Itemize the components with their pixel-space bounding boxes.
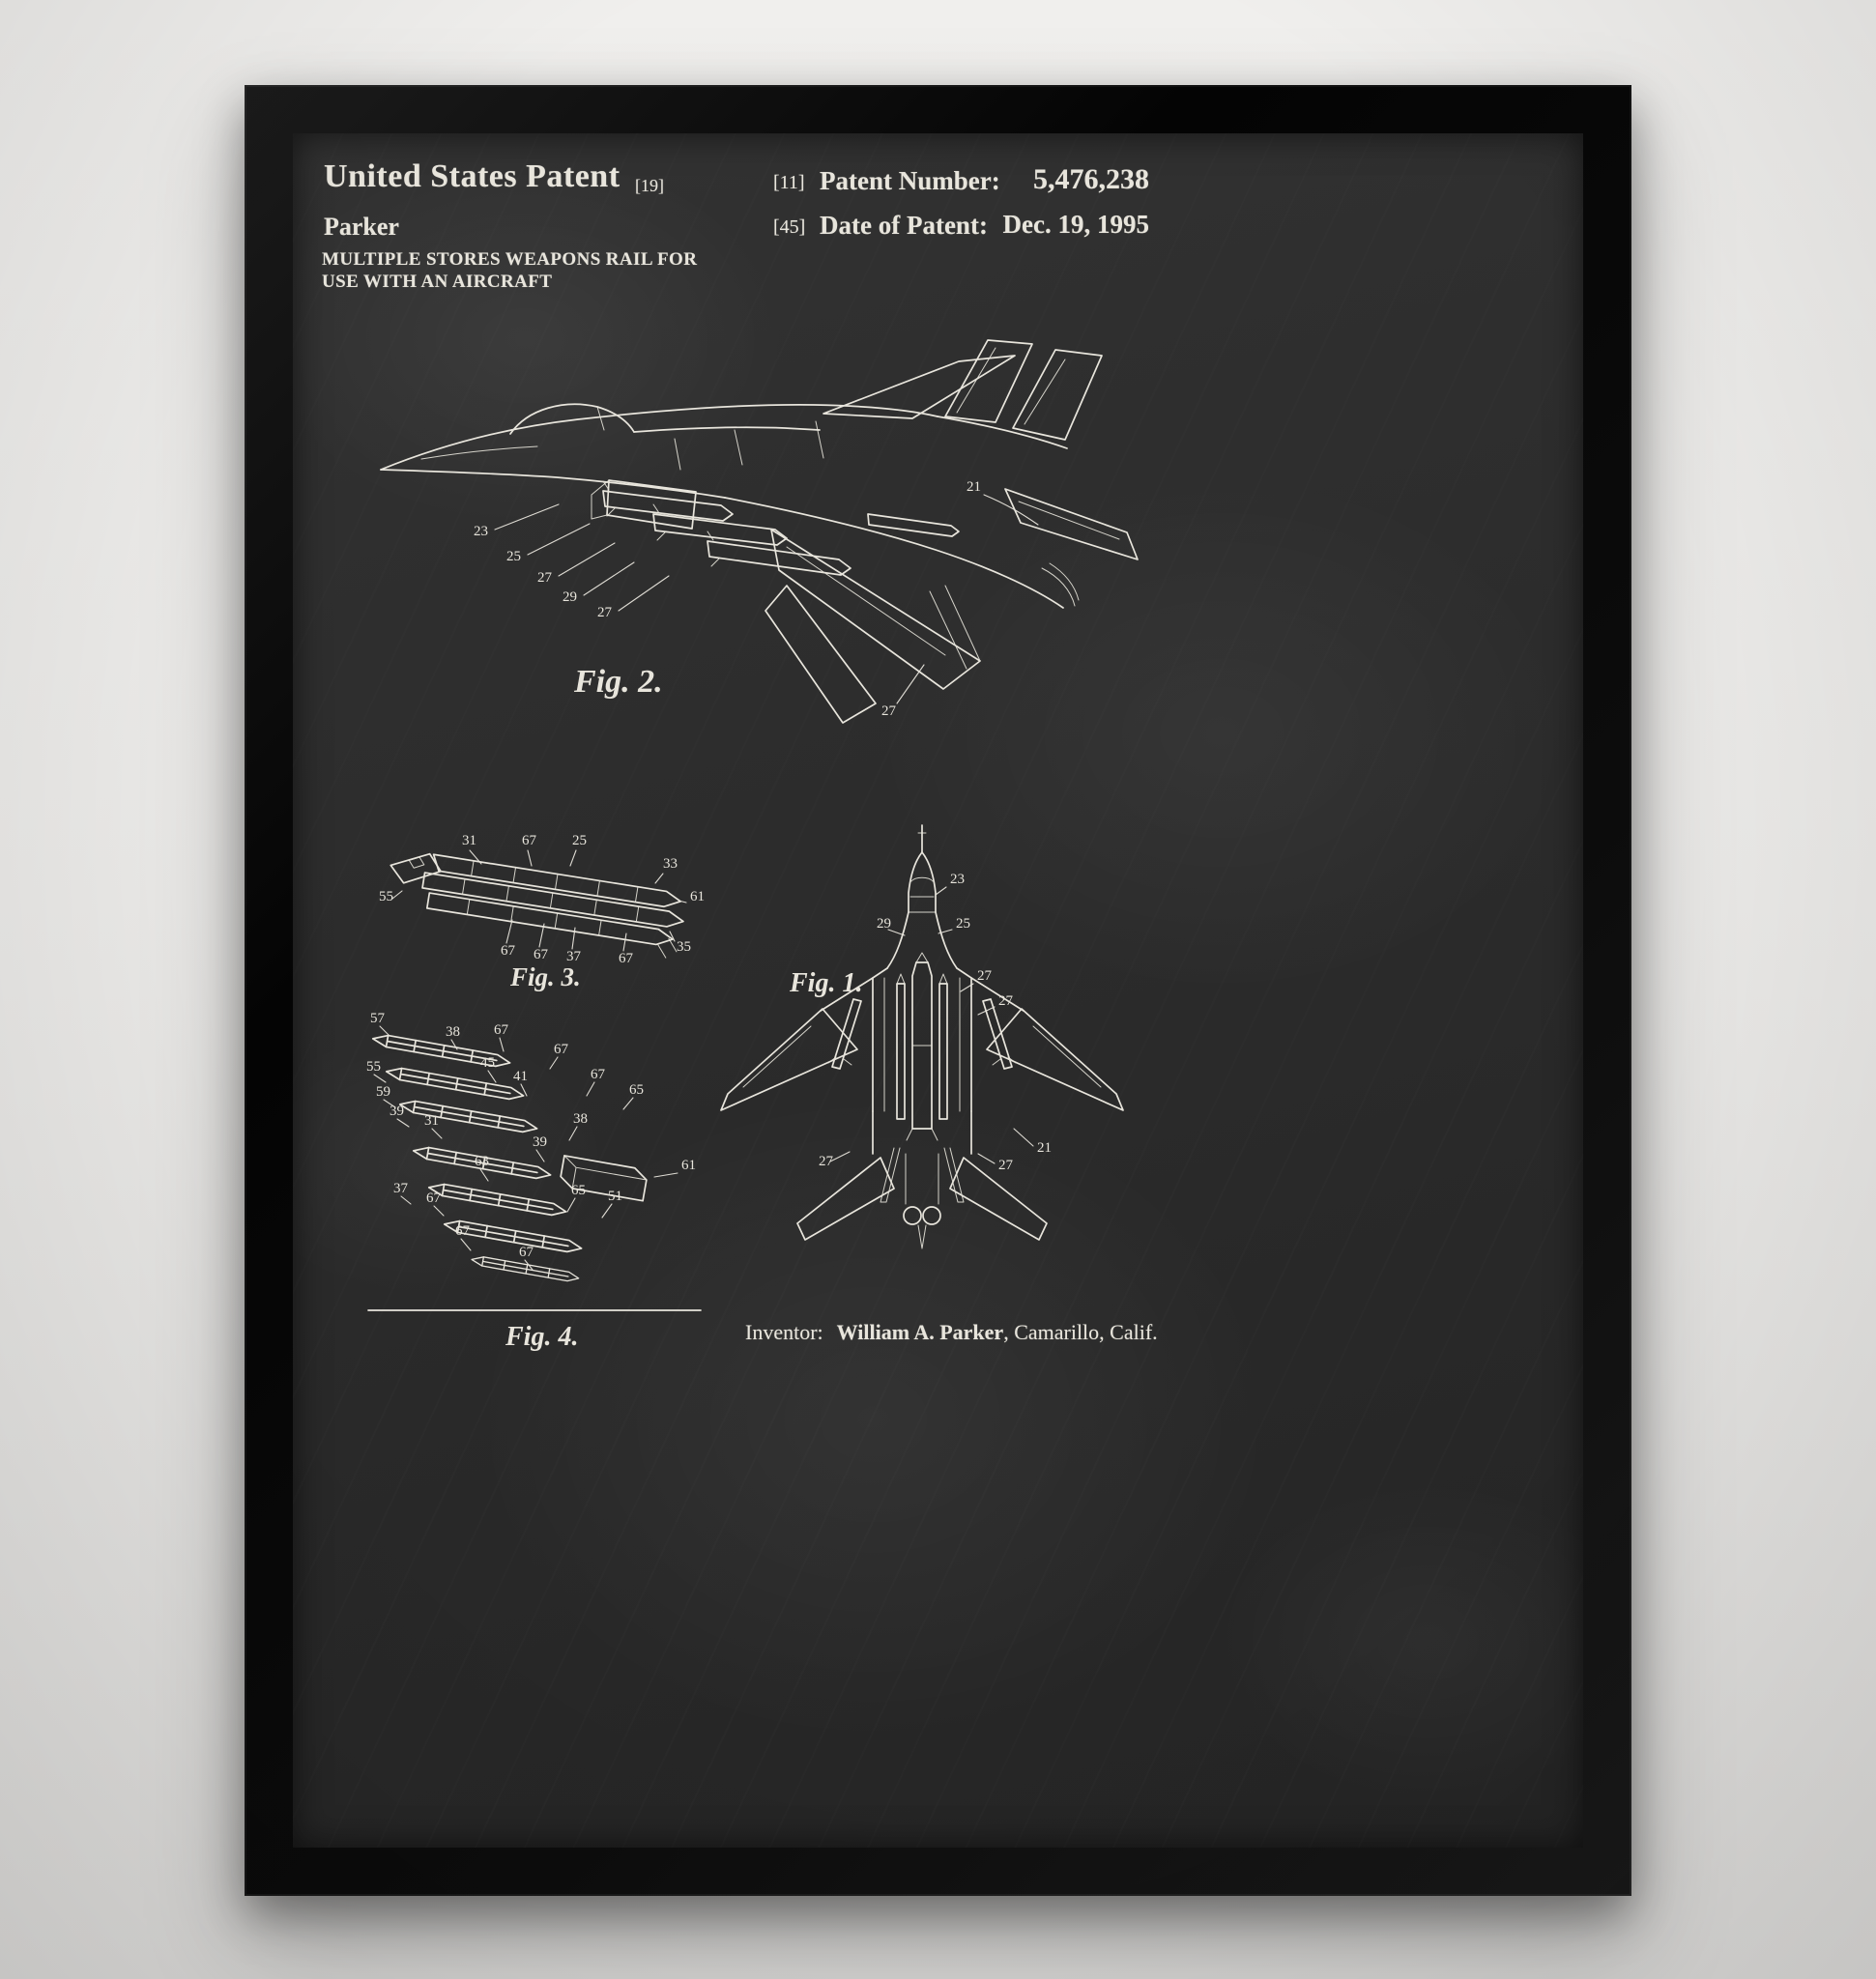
fig1-callout: 21 <box>1037 1140 1052 1156</box>
jet-underwing-missiles <box>603 481 959 575</box>
fig2-callout: 27 <box>881 703 897 719</box>
fig4-callout: 65 <box>629 1082 644 1098</box>
fig4-callout: 63 <box>475 1154 489 1169</box>
fig3-label: Fig. 3. <box>509 962 581 991</box>
fig2-callout: 25 <box>506 549 521 564</box>
ref-code-45: [45] <box>773 216 805 239</box>
fig3-callout: 55 <box>379 889 393 904</box>
fig1-callout: 27 <box>819 1154 834 1169</box>
fig4-callout: 59 <box>376 1084 390 1100</box>
fig3-callout: 67 <box>619 951 634 966</box>
inventor-label: Inventor: <box>745 1320 823 1344</box>
fig3-callout: 67 <box>522 833 537 848</box>
fig1-callout: 23 <box>950 872 965 887</box>
fig1-callout: 27 <box>998 993 1014 1009</box>
fig2-callout: 23 <box>474 524 488 539</box>
fig4-callout: 67 <box>426 1190 442 1206</box>
fig1-callout: 25 <box>956 916 970 932</box>
fig3-callout: 67 <box>534 947 549 962</box>
fig1-aircraft-top-view-drawing: 23 25 29 27 27 27 21 27 Fig. 1. <box>707 821 1137 1261</box>
patent-poster: United States Patent [19] [11] Patent Nu… <box>293 133 1583 1848</box>
exploded-rail-pieces <box>372 1033 649 1283</box>
fig3-callout: 31 <box>462 833 476 848</box>
fig4-callout: 51 <box>608 1189 622 1204</box>
picture-frame: United States Patent [19] [11] Patent Nu… <box>245 85 1631 1896</box>
fig2-callout: 27 <box>537 570 553 586</box>
fig2-aircraft-perspective-drawing: 23 25 27 29 27 21 27 Fig. 2. <box>365 325 1139 769</box>
fig3-callout: 67 <box>501 943 516 959</box>
patent-header-title: United States Patent <box>324 158 621 195</box>
patent-number-value: 5,476,238 <box>958 163 1149 196</box>
fig1-callout: 29 <box>877 916 891 932</box>
inventor-line: Inventor: William A. Parker, Camarillo, C… <box>745 1320 1158 1345</box>
fig2-label: Fig. 2. <box>573 664 663 700</box>
fig3-callout: 61 <box>690 889 705 904</box>
fig4-exploded-rail-drawing: 57 38 67 45 41 67 67 65 55 59 39 31 38 3… <box>359 1009 711 1362</box>
date-of-patent-value: Dec. 19, 1995 <box>958 210 1149 240</box>
fig4-callout: 67 <box>519 1245 534 1260</box>
inventor-name: William A. Parker <box>837 1320 1004 1344</box>
fig4-callout: 41 <box>513 1069 528 1084</box>
jet-perspective-outline <box>381 340 1138 723</box>
fig4-callout: 67 <box>455 1223 471 1239</box>
fig3-weapons-rail-side-drawing: 31 67 25 33 61 55 67 67 37 67 35 Fig. 3. <box>375 831 708 993</box>
kind-code-19: [19] <box>635 176 664 196</box>
fig1-callout: 27 <box>998 1158 1014 1173</box>
fig4-callout: 55 <box>366 1059 381 1075</box>
invention-title-line1: MULTIPLE STORES WEAPONS RAIL FOR <box>322 249 697 271</box>
fig1-label: Fig. 1. <box>789 968 862 998</box>
fig4-callout: 45 <box>480 1055 495 1071</box>
fig2-callout: 27 <box>597 605 613 620</box>
fig2-callout: 29 <box>563 589 577 605</box>
fig4-callout: 31 <box>424 1113 439 1129</box>
inventor-surname: Parker <box>324 213 399 242</box>
fig4-callout: 39 <box>533 1134 547 1150</box>
inventor-location: , Camarillo, Calif. <box>1003 1320 1157 1344</box>
fig4-callout: 65 <box>571 1183 586 1198</box>
fig3-callout: 25 <box>572 833 587 848</box>
fig4-callout: 38 <box>446 1024 460 1040</box>
invention-title-line2: USE WITH AN AIRCRAFT <box>322 272 552 293</box>
fig3-callout: 35 <box>677 939 691 955</box>
fig4-callout: 67 <box>494 1022 509 1038</box>
fig1-callout: 27 <box>977 968 993 984</box>
fig4-callout: 57 <box>370 1011 386 1026</box>
fig4-callout: 38 <box>573 1111 588 1127</box>
fig4-callout: 61 <box>681 1158 696 1173</box>
fig4-callout: 67 <box>554 1042 569 1057</box>
fig2-callout: 21 <box>967 479 981 495</box>
jet-top-view-outline <box>721 825 1123 1248</box>
fig3-callout: 33 <box>663 856 678 872</box>
fig4-callout: 67 <box>591 1067 606 1082</box>
fig4-callout: 39 <box>390 1104 404 1119</box>
ref-code-11: [11] <box>773 172 805 194</box>
fig4-callout: 37 <box>393 1181 409 1196</box>
fig4-label: Fig. 4. <box>505 1322 578 1352</box>
weapons-rail-assembly <box>383 848 687 960</box>
